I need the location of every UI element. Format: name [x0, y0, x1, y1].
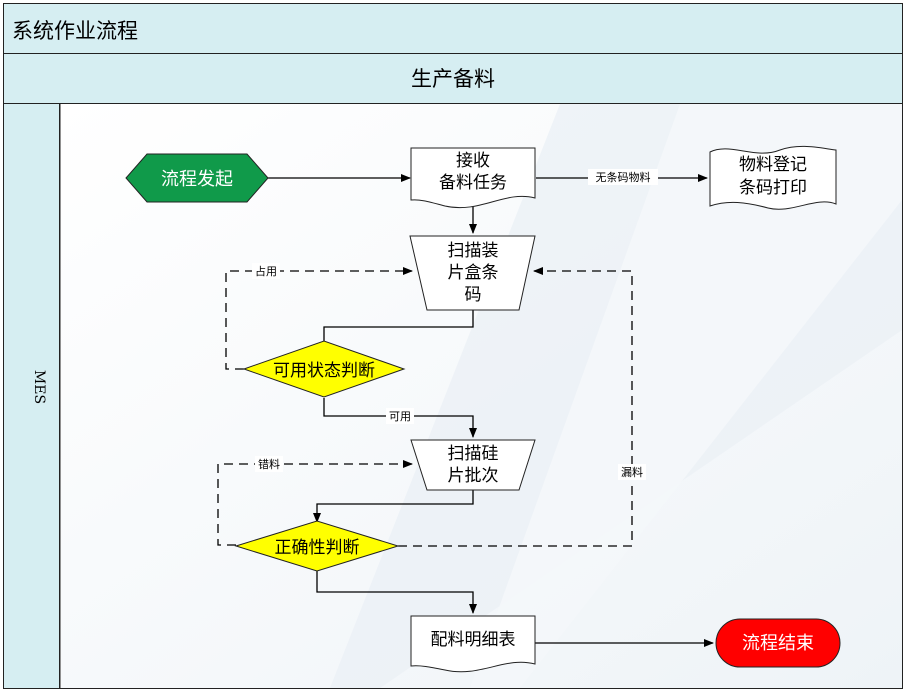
- end-node: 流程结束: [715, 618, 841, 668]
- decor-sweep: [470, 104, 902, 688]
- register-label-line1: 物料登记: [739, 155, 807, 175]
- receive-task-node: 接收 备料任务: [410, 147, 536, 209]
- edge-correct-detail: [316, 570, 477, 614]
- end-label: 流程结束: [742, 633, 814, 654]
- scan-box-barcode-node: 扫描装 片盒条 码: [409, 235, 536, 311]
- correctness-decision-label: 正确性判断: [275, 538, 360, 558]
- edge-label-wrong: 错料: [258, 457, 280, 471]
- edge-wrong-loop: [217, 460, 413, 546]
- scan-box-label-line1: 扫描装: [448, 241, 499, 261]
- edge-label-occupied: 占用: [255, 264, 277, 278]
- scan-wafer-batch-node: 扫描硅 片批次: [410, 439, 536, 491]
- scan-batch-label-line1: 扫描硅: [448, 444, 499, 464]
- start-node: 流程发起: [125, 153, 269, 203]
- edge-label-missed: 漏料: [621, 465, 643, 479]
- edge-scanbox-check: [320, 310, 474, 353]
- page-title: 系统作业流程: [12, 19, 138, 43]
- stage-title: 生产备料: [4, 54, 902, 104]
- scan-batch-label-line2: 片批次: [448, 466, 499, 486]
- receive-label-line2: 备料任务: [439, 173, 507, 193]
- start-label: 流程发起: [161, 169, 233, 190]
- receive-label-line1: 接收: [456, 151, 490, 171]
- correctness-decision-node: 正确性判断: [234, 520, 400, 572]
- register-label-line2: 条码打印: [739, 178, 807, 198]
- header-bar: 系统作业流程: [4, 4, 902, 54]
- edge-label-available: 可用: [389, 410, 411, 423]
- material-detail-node: 配料明细表: [410, 615, 536, 673]
- scan-box-label-line3: 码: [465, 285, 482, 305]
- scan-box-label-line2: 片盒条: [448, 263, 499, 283]
- edge-scanbatch-correct: [313, 490, 474, 523]
- material-detail-label: 配料明细表: [431, 630, 516, 650]
- edge-missed-loop: [398, 267, 633, 547]
- availability-decision-node: 可用状态判断: [242, 340, 406, 398]
- register-print-node: 物料登记 条码打印: [709, 145, 837, 210]
- edge-label-no-barcode: 无条码物料: [596, 170, 651, 184]
- availability-decision-label: 可用状态判断: [273, 361, 375, 381]
- edge-occupied-loop: [225, 267, 413, 370]
